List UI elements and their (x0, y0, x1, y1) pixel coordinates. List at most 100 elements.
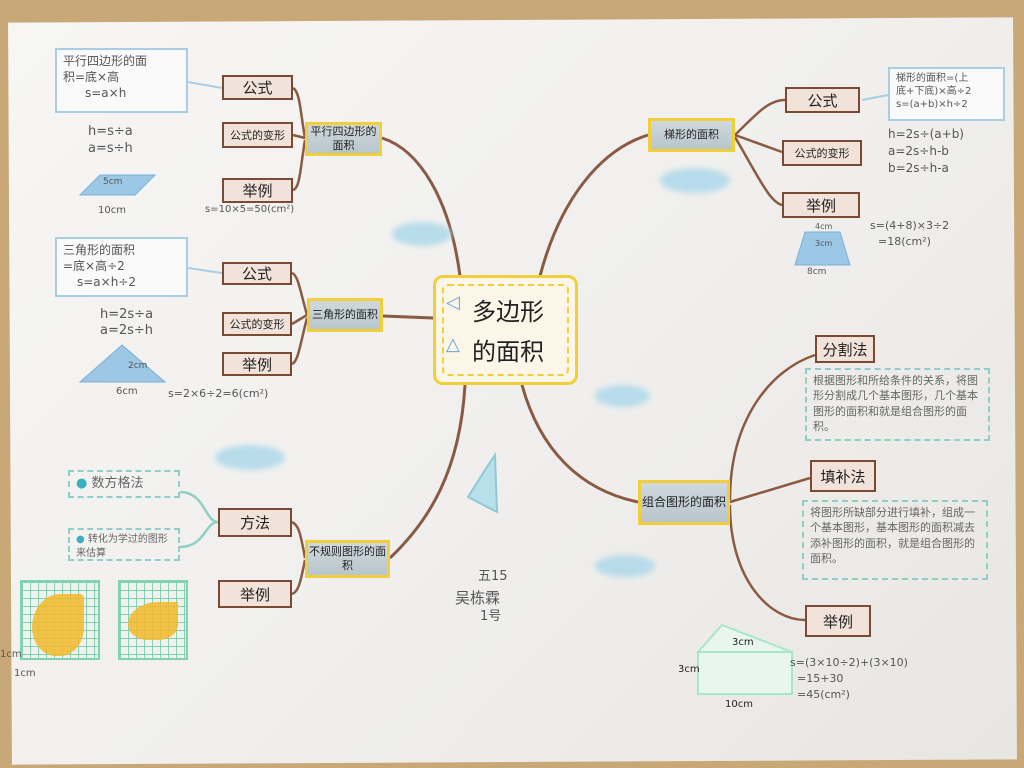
composite-example-node: 举例 (805, 605, 871, 637)
author-name: 吴栋霖 (455, 589, 501, 607)
central-title-line2: 的面积 (472, 338, 544, 366)
author-block: 五15 (478, 568, 508, 586)
example-formula: s=2×6÷2=6(cm²) (168, 387, 269, 400)
method-conversion: ● 转化为学过的图形来估算 (68, 528, 180, 561)
note-line: s=a×h÷2 (77, 275, 137, 290)
dimension-label: 5cm (103, 177, 123, 187)
note-line: 底+下底)×高÷2 (896, 86, 972, 97)
method-text: 转化为学过的图形来估算 (76, 534, 168, 559)
label: 公式的变形 (229, 318, 285, 331)
topic-title: 不规则图形的面积 (309, 545, 386, 572)
label: 举例 (242, 182, 273, 200)
dimension-label: 3cm (678, 664, 700, 675)
label: 公式的变形 (794, 147, 850, 160)
triangle-formula-node: 公式 (222, 262, 292, 285)
topic-title: 梯形的面积 (664, 128, 719, 142)
note-line: s=a×h (85, 86, 127, 101)
fill-method-text: 将图形所缺部分进行填补，组成一个基本图形，基本图形的面积减去添补图形的面积，就是… (802, 500, 988, 580)
split-method-text: 根据图形和所给条件的关系，将图形分割成几个基本图形，几个基本图形的面积和就是组合… (805, 368, 990, 441)
triangle-icon: △ (446, 334, 460, 355)
cloud-icon (595, 385, 650, 407)
topic-triangle: 三角形的面积 (307, 298, 383, 332)
composite-shape (695, 623, 793, 695)
variant-formula: a=2s÷h (100, 323, 154, 338)
variant-formula: h=2s÷(a+b) (888, 127, 964, 141)
note-line: 三角形的面积 (63, 243, 136, 257)
dimension-label: 3cm (732, 637, 754, 648)
example-formula: =45(cm²) (797, 688, 850, 701)
split-method-node: 分割法 (815, 335, 875, 363)
parallelogram-example-node: 举例 (222, 178, 293, 203)
variant-formula: a=s÷h (88, 141, 133, 156)
topic-trapezoid: 梯形的面积 (648, 118, 735, 152)
leaf-shape (32, 594, 84, 656)
example-formula: =15+30 (797, 672, 844, 685)
variant-formula: h=2s÷a (100, 307, 154, 322)
note-line: 积=底×高 (63, 70, 120, 85)
parallelogram-shape (78, 174, 157, 196)
label: 举例 (805, 196, 836, 215)
bullet-icon: ● (76, 534, 88, 545)
variant-formula: a=2s÷h-b (888, 144, 949, 158)
unit-label: 1cm (14, 668, 36, 679)
dimension-label: 2cm (128, 361, 148, 371)
grid-leaf-1 (20, 580, 100, 660)
note-line: s=(a+b)×h÷2 (896, 99, 968, 110)
central-title-line1: 多边形 (472, 298, 544, 326)
cloud-icon (392, 222, 452, 246)
topic-title: 组合图形的面积 (641, 495, 726, 509)
example-formula: s=10×5=50(cm²) (205, 204, 295, 215)
cloud-icon (595, 555, 655, 577)
label: 公式 (807, 91, 838, 110)
method-text: 数方格法 (91, 476, 144, 491)
irregular-example-node: 举例 (218, 580, 292, 608)
author-class: 五15 (478, 569, 508, 584)
variant-formula: b=2s÷h-a (888, 161, 949, 175)
bullet-icon: ● (76, 476, 92, 491)
label: 举例 (241, 355, 272, 374)
note-line: =底×高÷2 (63, 259, 125, 274)
label: 公式 (241, 265, 272, 283)
cloud-icon (215, 445, 285, 470)
dimension-label: 4cm (815, 222, 833, 231)
fill-method-node: 填补法 (810, 460, 876, 492)
parallelogram-variant-node: 公式的变形 (222, 122, 293, 148)
example-formula: s=(4+8)×3÷2 (870, 219, 950, 232)
label: 方法 (239, 514, 270, 532)
example-formula: s=(3×10÷2)+(3×10) (790, 656, 908, 669)
note-line: 平行四边形的面 (63, 54, 148, 68)
author-number: 1号 (480, 609, 502, 624)
triangle-example-node: 举例 (222, 352, 292, 376)
unit-label: 1cm (0, 649, 22, 660)
note-line: 梯形的面积=(上 (896, 73, 969, 84)
trapezoid-example-node: 举例 (782, 192, 860, 218)
triangle-icon: ◁ (446, 292, 460, 313)
grid-leaf-2 (118, 580, 188, 660)
topic-parallelogram: 平行四边形的面积 (305, 122, 382, 156)
topic-title: 三角形的面积 (312, 308, 378, 322)
label: 举例 (239, 585, 270, 604)
dimension-label: 10cm (725, 699, 753, 710)
label: 公式 (242, 79, 273, 97)
example-formula: =18(cm²) (878, 235, 931, 248)
irregular-method-node: 方法 (218, 508, 292, 537)
trapezoid-shape (794, 231, 851, 266)
label: 公式的变形 (230, 129, 285, 142)
dimension-label: 3cm (815, 239, 833, 248)
trapezoid-variant-node: 公式的变形 (782, 140, 862, 166)
variant-formula: h=s÷a (88, 124, 133, 139)
topic-composite: 组合图形的面积 (638, 480, 730, 525)
label: 举例 (822, 612, 853, 631)
topic-title: 平行四边形的面积 (310, 125, 377, 152)
dimension-label: 8cm (807, 267, 827, 277)
label: 分割法 (822, 340, 868, 359)
trapezoid-note: 梯形的面积=(上底+下底)×高÷2 s=(a+b)×h÷2 (888, 67, 1005, 121)
cloud-icon (660, 168, 730, 193)
triangle-variant-node: 公式的变形 (222, 312, 292, 336)
leaf-shape (128, 602, 178, 640)
central-topic: ◁ △ 多边形 的面积 (433, 275, 578, 385)
topic-irregular: 不规则图形的面积 (305, 540, 390, 578)
